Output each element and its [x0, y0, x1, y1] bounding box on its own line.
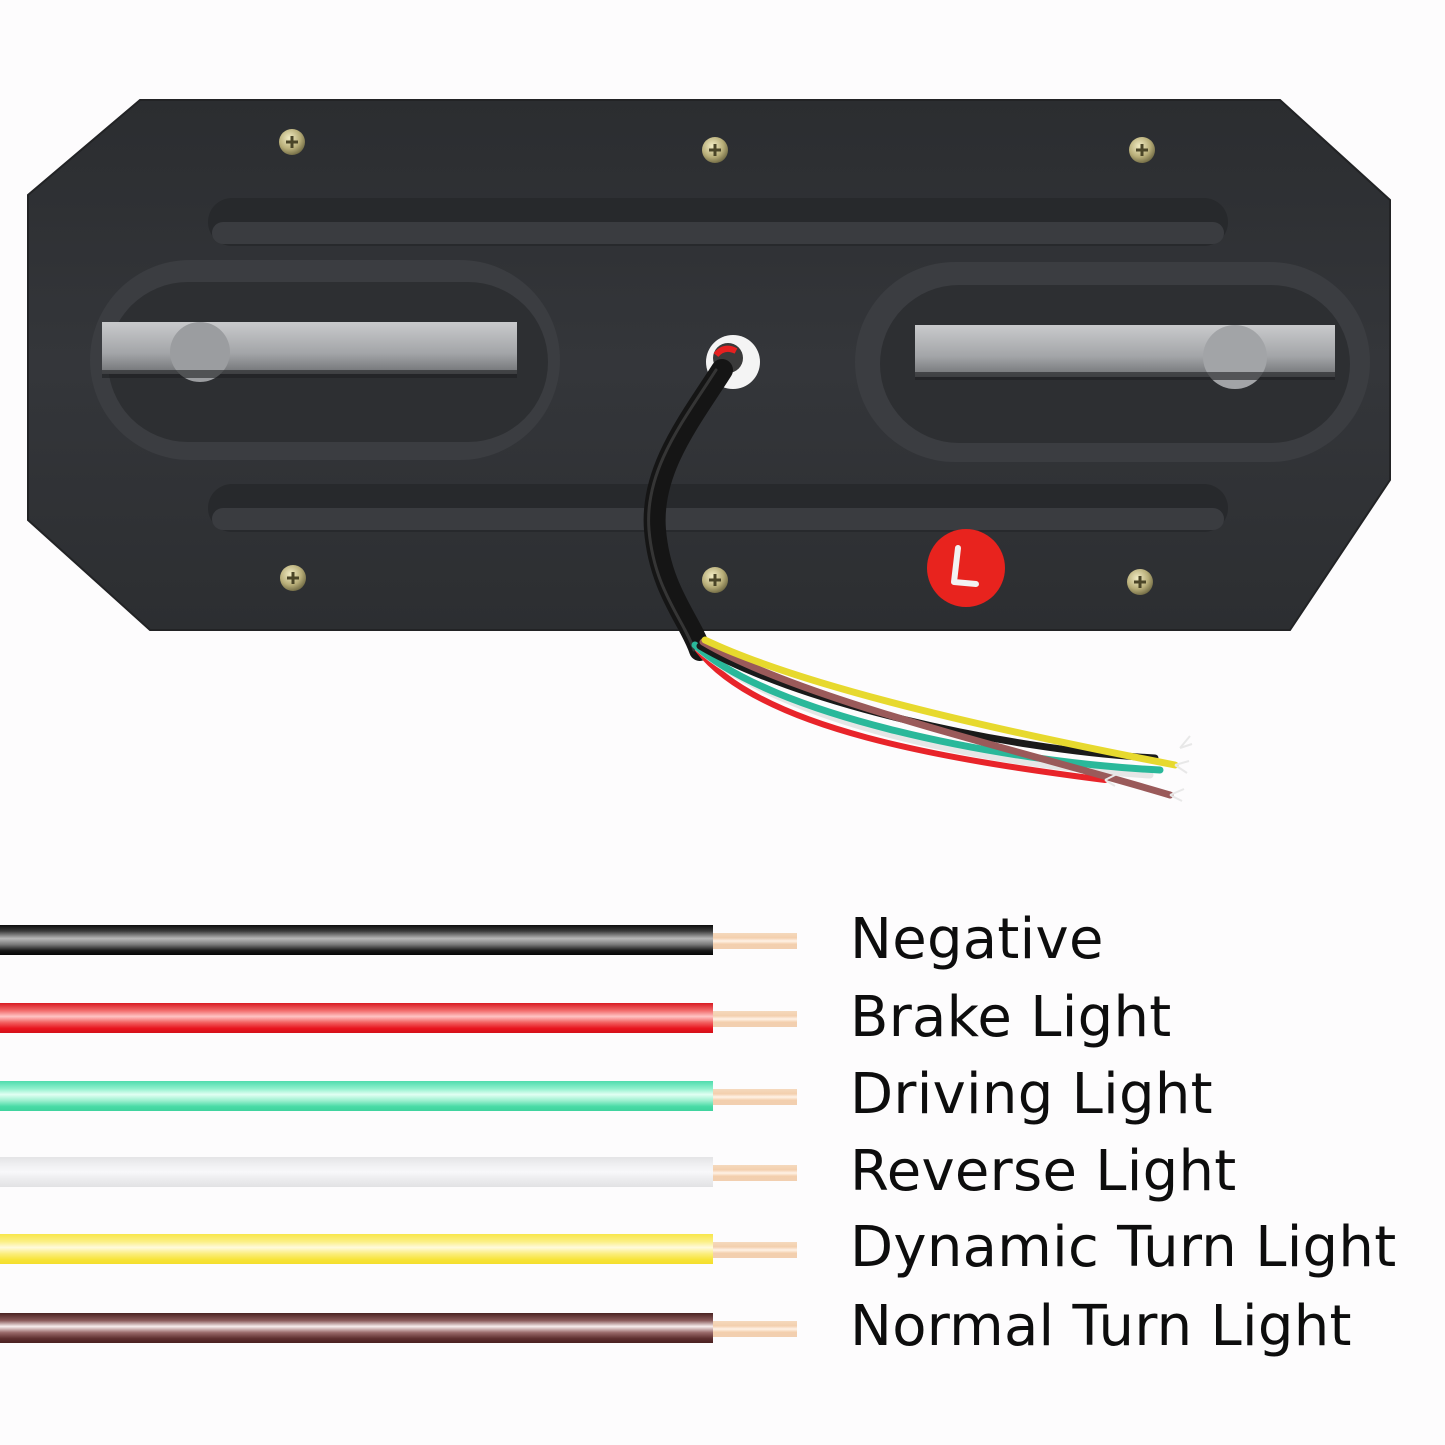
stripped-wire-ends	[1104, 735, 1193, 802]
left-side-badge	[927, 529, 1005, 607]
copper-conductor	[713, 1242, 797, 1258]
red-wire-swatch	[0, 1003, 713, 1033]
screw-icon	[702, 137, 728, 163]
copper-conductor	[713, 1011, 797, 1027]
white-wire-swatch	[0, 1157, 713, 1187]
left-mount-slot	[90, 260, 560, 460]
yellow-wire-swatch	[0, 1234, 713, 1264]
screw-icon	[1129, 137, 1155, 163]
tail-light-back-panel	[27, 99, 1391, 802]
screw-icon	[702, 567, 728, 593]
brown-wire-swatch	[0, 1313, 713, 1343]
copper-conductor	[713, 933, 797, 949]
legend-label-reverse-light: Reverse Light	[850, 1139, 1237, 1204]
screw-icon	[1127, 569, 1153, 595]
copper-conductor	[713, 1321, 797, 1337]
legend-label-negative: Negative	[850, 907, 1104, 972]
green-wire-swatch	[0, 1081, 713, 1111]
upper-rib	[208, 198, 1228, 246]
screw-icon	[280, 565, 306, 591]
right-mount-slot	[855, 262, 1370, 462]
legend-label-dynamic-turn-light: Dynamic Turn Light	[850, 1215, 1397, 1280]
legend-label-brake-light: Brake Light	[850, 985, 1172, 1050]
loose-wires	[691, 636, 1179, 799]
legend-label-driving-light: Driving Light	[850, 1062, 1213, 1127]
screw-icon	[279, 129, 305, 155]
copper-conductor	[713, 1165, 797, 1181]
legend-label-normal-turn-light: Normal Turn Light	[850, 1294, 1352, 1359]
wire-harness-sheath	[643, 359, 733, 661]
copper-conductor	[713, 1089, 797, 1105]
lower-rib	[208, 484, 1228, 532]
black-wire-swatch	[0, 925, 713, 955]
